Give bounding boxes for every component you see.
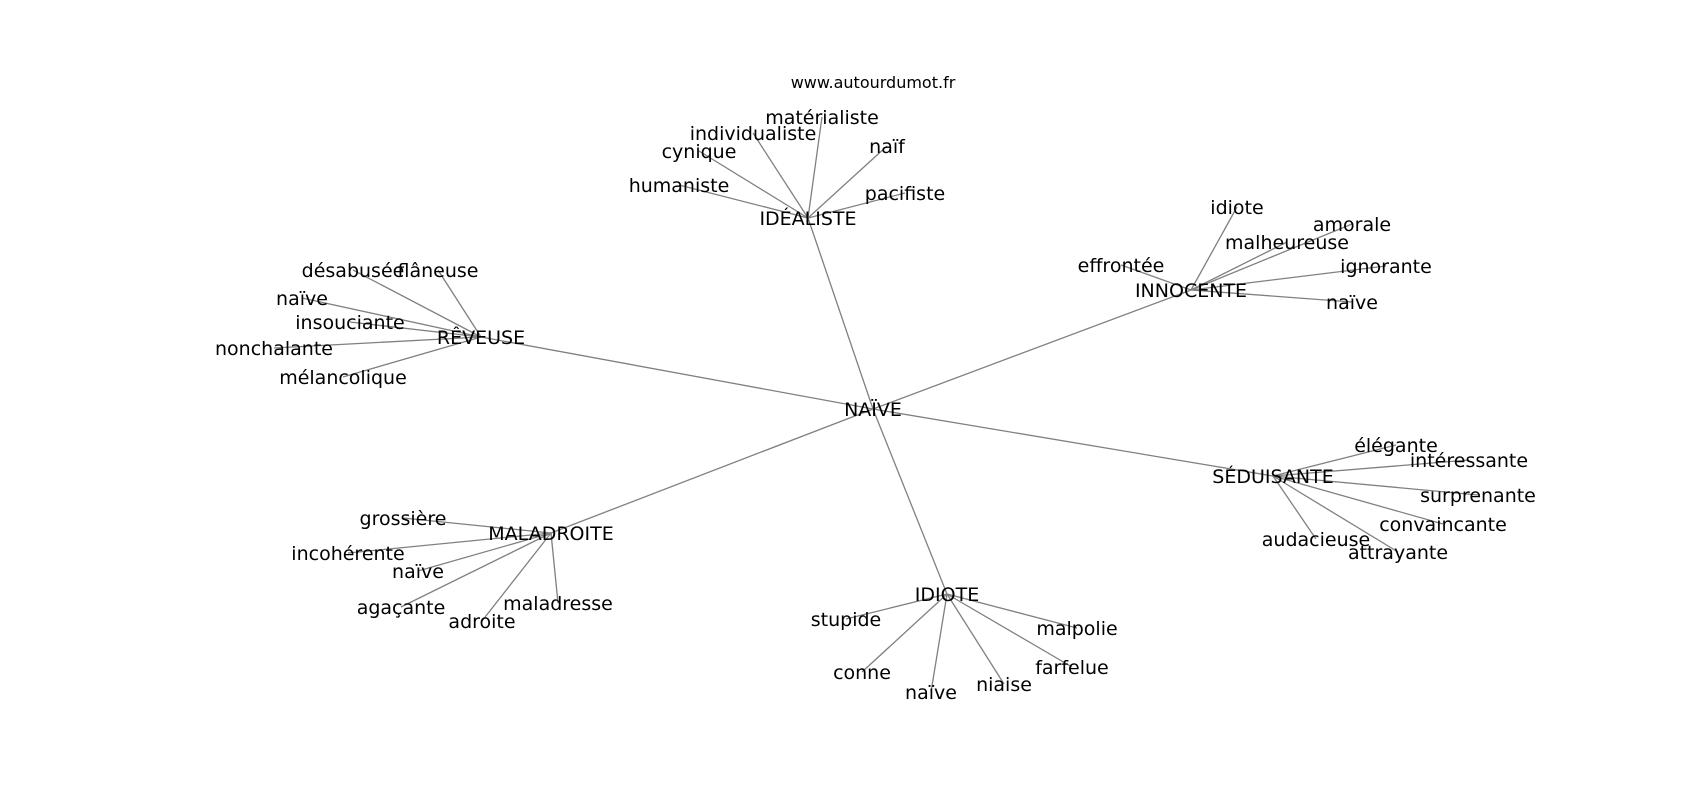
edge-idealiste-word — [807, 192, 906, 219]
root-node: NAÏVE — [844, 398, 902, 421]
edge-maladroite-word — [400, 532, 552, 608]
word-node: agaçante — [357, 597, 446, 619]
word-node: idiote — [1210, 197, 1263, 219]
edge-reveuse-word — [301, 297, 482, 338]
word-node: humaniste — [629, 175, 730, 197]
word-node: audacieuse — [1262, 529, 1370, 551]
edge-root-reveuse — [480, 336, 874, 410]
word-node: conne — [833, 662, 891, 684]
edge-seduisante-word — [1272, 459, 1470, 477]
edge-seduisante-word — [1272, 475, 1317, 540]
edge-root-idealiste — [807, 217, 874, 410]
edge-idiote-word — [946, 593, 1005, 685]
edge-seduisante-word — [1272, 475, 1399, 553]
word-node: malheureuse — [1225, 232, 1349, 254]
word-node: naïve — [905, 682, 957, 704]
edge-idiote-word — [946, 593, 1073, 668]
edge-root-seduisante — [872, 408, 1274, 477]
cluster-node-maladroite: MALADROITE — [488, 523, 613, 545]
edge-reveuse-word — [349, 321, 482, 338]
edge-idealiste-word — [807, 145, 888, 219]
word-node: naïve — [392, 561, 444, 583]
edge-idiote-word — [930, 593, 948, 693]
edge-maladroite-word — [402, 517, 552, 534]
edge-innocente-word — [1120, 264, 1192, 291]
word-node: attrayante — [1348, 542, 1448, 564]
edge-root-idiote — [872, 408, 948, 595]
edge-innocente-word — [1190, 289, 1353, 303]
word-node: mélancolique — [279, 367, 407, 389]
edge-root-maladroite — [550, 408, 874, 534]
edge-innocente-word — [1190, 206, 1238, 291]
cluster-node-innocente: INNOCENTE — [1135, 280, 1247, 302]
edge-maladroite-word — [347, 532, 552, 554]
word-node: grossière — [360, 508, 447, 530]
edge-seduisante-word — [1272, 444, 1397, 477]
edge-reveuse-word — [342, 336, 482, 378]
word-node: malpolie — [1036, 618, 1117, 640]
word-node: ignorante — [1340, 256, 1432, 278]
word-node: amorale — [1313, 214, 1391, 236]
edge-reveuse-word — [352, 269, 482, 338]
word-node: incohérente — [291, 543, 404, 565]
word-node: élégante — [1354, 435, 1438, 457]
edge-idiote-word — [861, 593, 948, 673]
word-node: intéressante — [1410, 450, 1528, 472]
edge-innocente-word — [1190, 223, 1353, 291]
word-node: maladresse — [503, 593, 613, 615]
cluster-node-seduisante: SÉDUISANTE — [1212, 465, 1333, 488]
word-node: cynique — [662, 141, 737, 163]
edge-idealiste-word — [752, 132, 809, 219]
word-node: individualiste — [690, 123, 817, 145]
word-node: désabusée — [302, 260, 405, 282]
edge-maladroite-word — [481, 532, 552, 622]
word-node: naïve — [1326, 292, 1378, 314]
word-node: flâneuse — [398, 260, 479, 282]
word-node: naïve — [276, 288, 328, 310]
edge-maladroite-word — [417, 532, 552, 572]
word-node: pacifiste — [865, 183, 945, 205]
edge-idealiste-word — [698, 150, 809, 219]
edge-idiote-word — [845, 593, 948, 620]
word-node: nonchalante — [215, 338, 333, 360]
cluster-node-idealiste: IDÉALISTE — [759, 207, 856, 230]
edge-innocente-word — [1190, 265, 1387, 291]
word-node: stupide — [811, 609, 881, 631]
edge-idealiste-word — [807, 116, 823, 219]
edge-innocente-word — [1190, 241, 1288, 291]
edge-root-innocente — [872, 289, 1192, 410]
cluster-node-idiote: IDIOTE — [915, 584, 979, 606]
edge-maladroite-word — [550, 532, 559, 604]
edge-idealiste-word — [678, 184, 809, 219]
cluster-node-reveuse: RÊVEUSE — [437, 326, 525, 349]
graph-edges — [273, 116, 1479, 693]
word-node: matérialiste — [765, 107, 879, 129]
edge-seduisante-word — [1272, 475, 1444, 525]
word-node: convaincante — [1379, 514, 1507, 536]
word-node: insouciante — [295, 312, 404, 334]
word-node: surprenante — [1420, 485, 1536, 507]
word-node: effrontée — [1078, 255, 1165, 277]
edge-seduisante-word — [1272, 475, 1479, 496]
edge-idiote-word — [946, 593, 1078, 629]
word-node: farfelue — [1035, 657, 1109, 679]
edge-reveuse-word — [273, 336, 482, 349]
edge-reveuse-word — [437, 269, 482, 338]
word-node: niaise — [976, 674, 1032, 696]
word-node: naïf — [869, 136, 906, 158]
source-url: www.autourdumot.fr — [791, 73, 956, 92]
word-node: adroite — [448, 611, 515, 633]
